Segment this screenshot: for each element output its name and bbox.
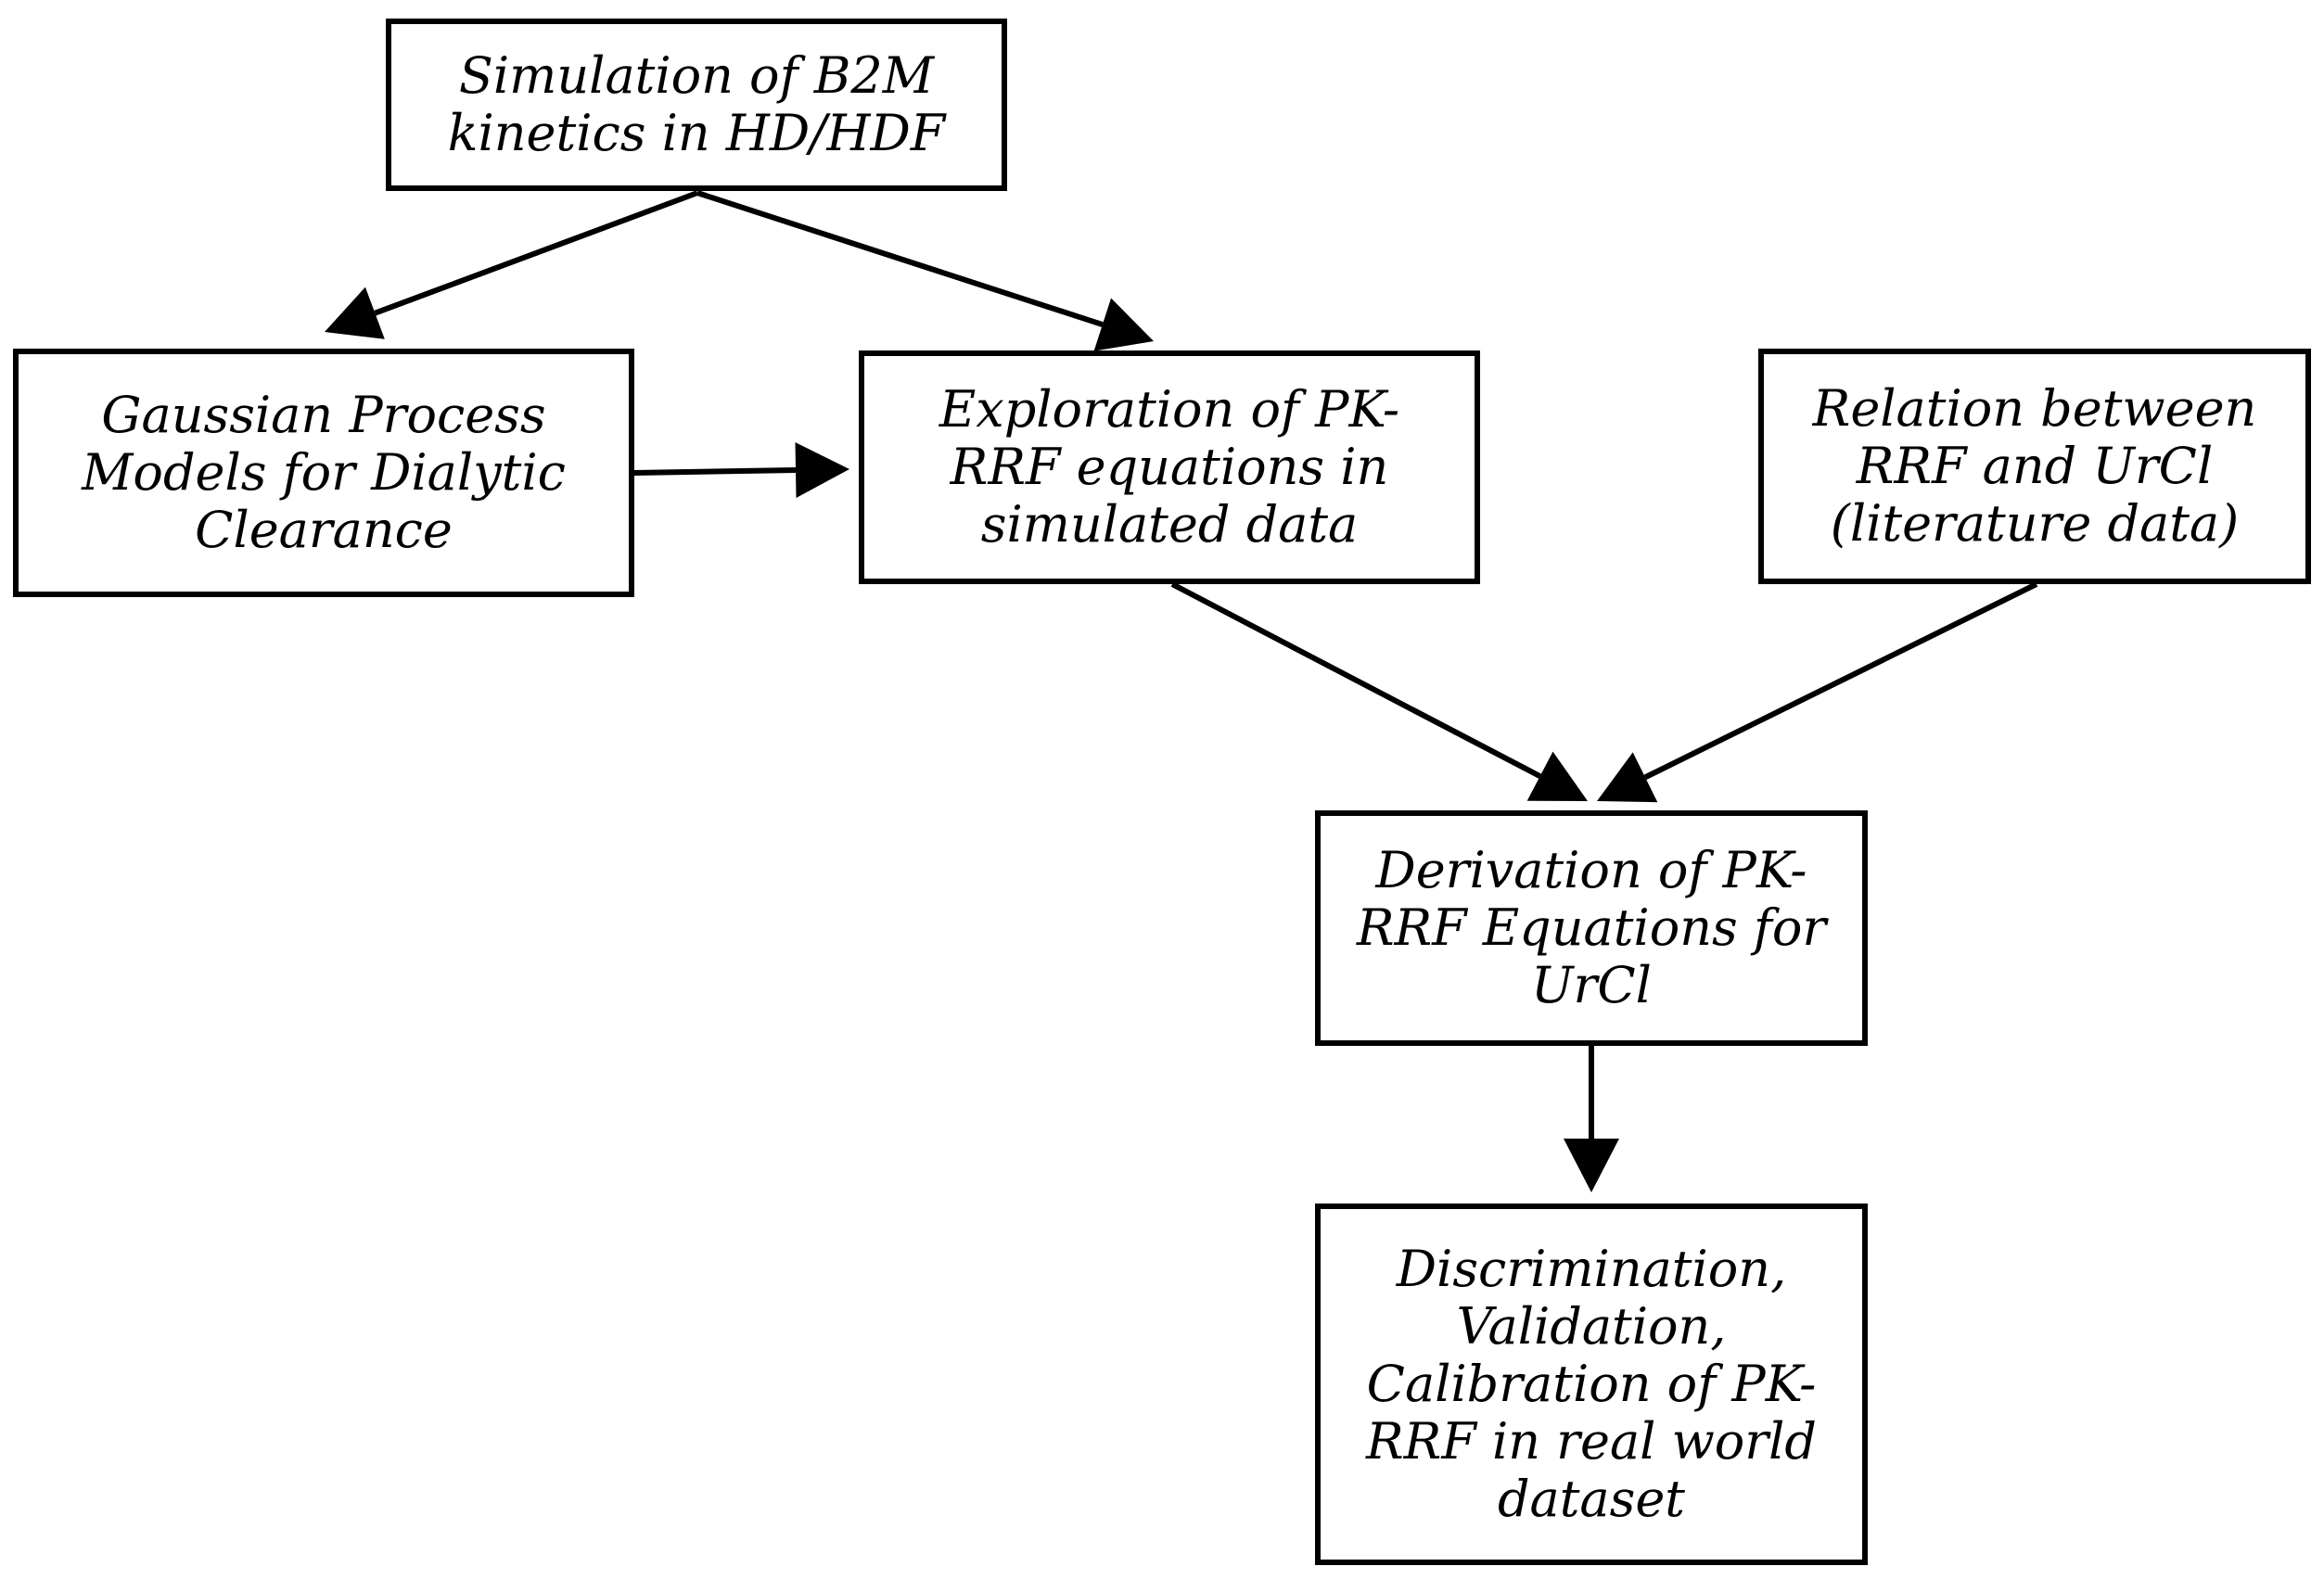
node-exploration-pk-rrf: Exploration of PK- RRF equations in simu… [859, 350, 1480, 584]
connector-simulation-to-exploration [696, 190, 1104, 327]
node-exploration-label: Exploration of PK- RRF equations in simu… [939, 380, 1400, 554]
connector-simulation-to-gaussian [374, 190, 699, 316]
node-gaussian-label: Gaussian Process Models for Dialytic Cle… [82, 386, 566, 559]
connector-relation-to-derivation [1643, 581, 2038, 781]
arrowhead-derivation-to-discrimination [1564, 1139, 1619, 1192]
node-relation-label: Relation between RRF and UrCl (literatur… [1812, 379, 2257, 553]
node-simulation-label: Simulation of B2M kinetics in HD/HDF [447, 46, 946, 162]
node-simulation-b2m-kinetics: Simulation of B2M kinetics in HD/HDF [386, 19, 1007, 191]
node-gaussian-process-models: Gaussian Process Models for Dialytic Cle… [13, 349, 634, 597]
arrowhead-exploration-to-derivation [1526, 751, 1588, 801]
arrowhead-gaussian-to-exploration [795, 442, 849, 498]
arrowhead-relation-to-derivation [1597, 752, 1658, 803]
node-derivation-pk-rrf: Derivation of PK- RRF Equations for UrCl [1315, 810, 1868, 1046]
node-relation-rrf-urcl: Relation between RRF and UrCl (literatur… [1758, 349, 2311, 584]
arrowhead-simulation-to-exploration [1093, 298, 1154, 351]
node-discrimination-validation: Discrimination, Validation, Calibration … [1315, 1204, 1868, 1565]
connector-gaussian-to-exploration [633, 467, 797, 476]
node-derivation-label: Derivation of PK- RRF Equations for UrCl [1356, 841, 1827, 1014]
node-discrimination-label: Discrimination, Validation, Calibration … [1366, 1240, 1817, 1528]
arrowhead-simulation-to-gaussian [325, 287, 385, 339]
connector-exploration-to-derivation [1170, 581, 1541, 779]
